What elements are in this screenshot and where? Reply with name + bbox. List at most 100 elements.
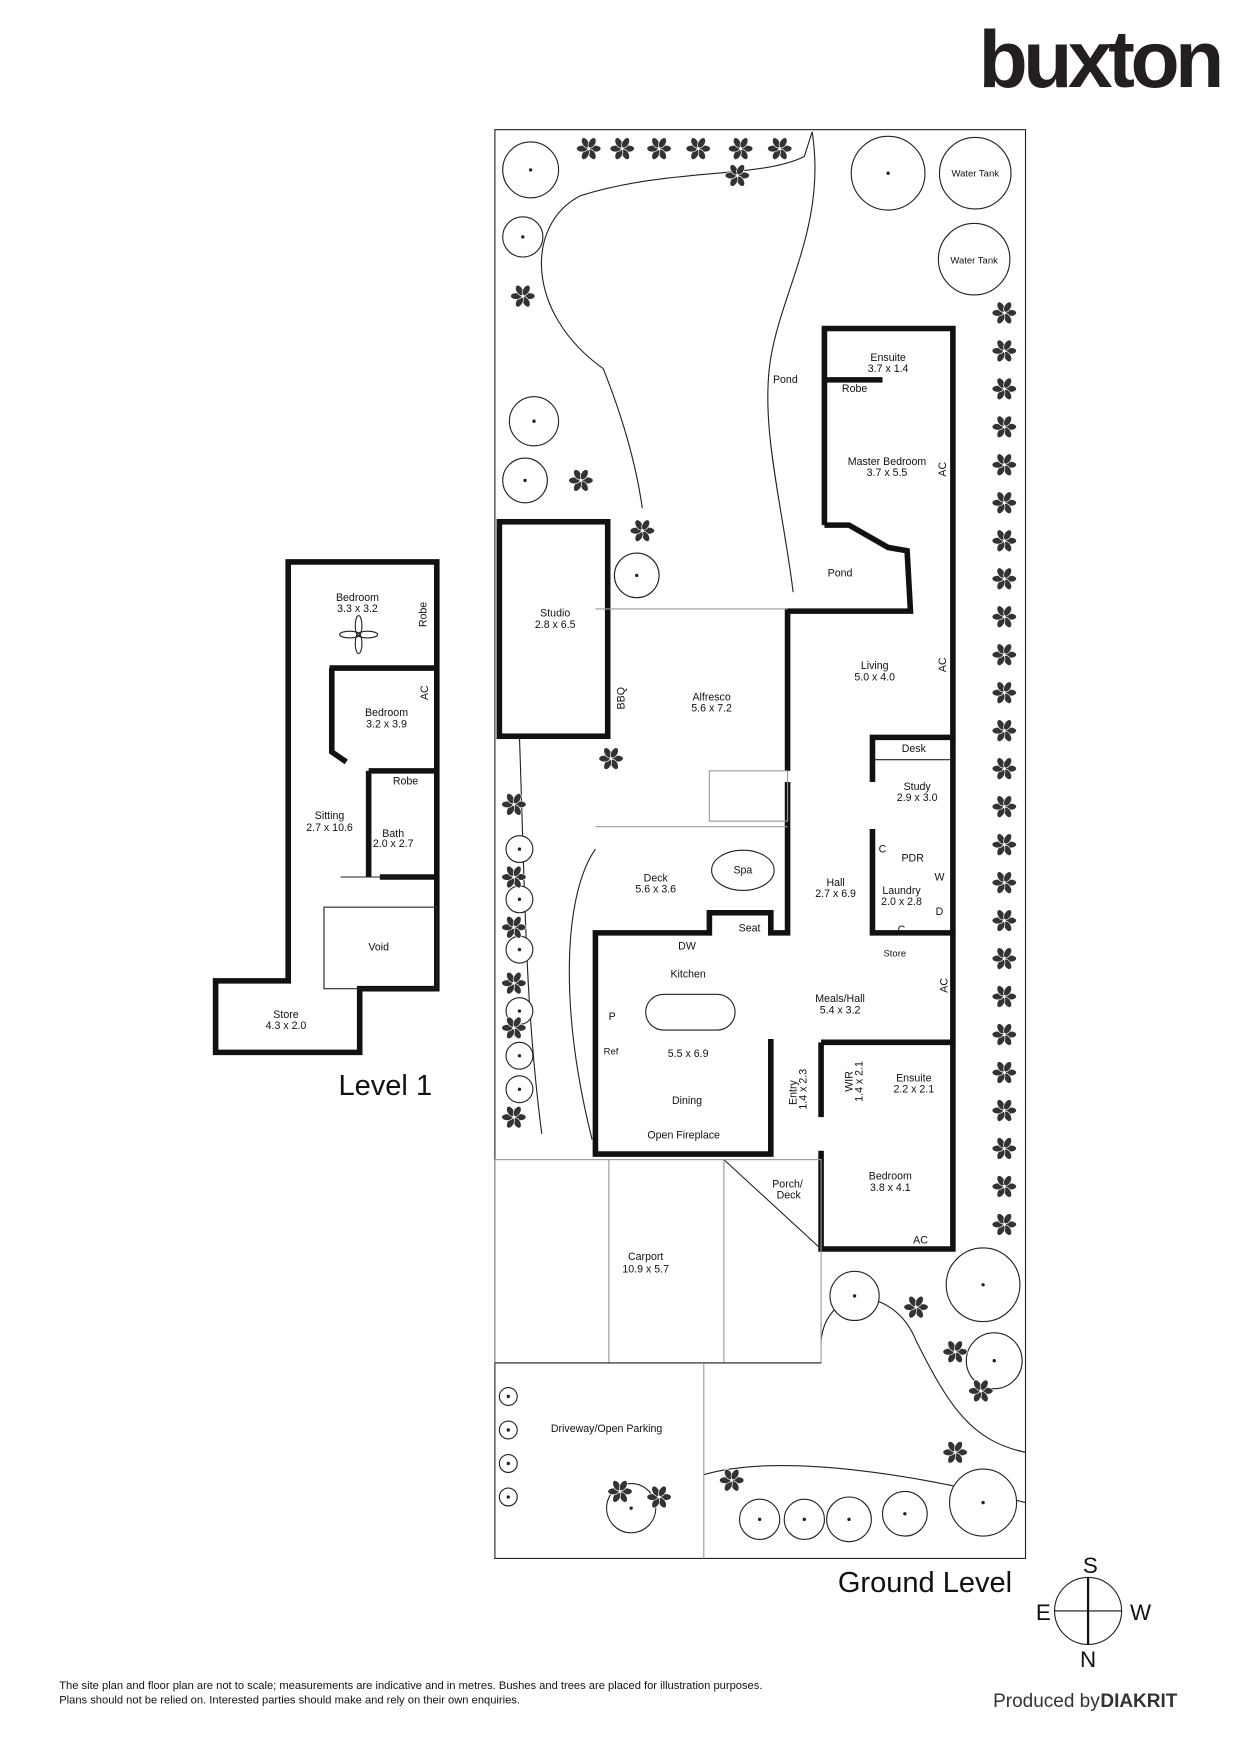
room-label: Hall (826, 877, 844, 889)
room-size: 10.9 x 5.7 (622, 1263, 669, 1275)
room-label: Bedroom (365, 707, 408, 719)
ac-label: AC (419, 685, 431, 700)
room-size: 1.4 x 2.1 (853, 1061, 865, 1102)
studio-walls (496, 518, 611, 740)
compass: S E W N (1036, 1553, 1151, 1672)
room-label: Entry (788, 1080, 800, 1105)
bush-icon (501, 793, 527, 816)
room-size: 2.7 x 6.9 (815, 888, 856, 900)
ac-label: AC (937, 657, 949, 672)
room-label: Robe (842, 383, 867, 395)
ground-level-labels: Water Tank Water Tank Ensuite 3.7 x 1.4 … (535, 169, 1012, 1599)
room-size: 5.0 x 4.0 (854, 671, 895, 683)
room-label: Sitting (315, 810, 345, 822)
bush-icon (501, 971, 527, 995)
room-label: Master Bedroom (848, 456, 927, 468)
level-1-labels: Bedroom 3.3 x 3.2 Robe AC Bedroom 3.2 x … (266, 592, 432, 1102)
kitchen-island (645, 993, 736, 1031)
bush-icon (646, 1485, 672, 1509)
room-label: Deck (644, 872, 669, 884)
room-label: Store (883, 948, 906, 959)
room-label: Pond (828, 567, 853, 579)
room-size: 3.3 x 3.2 (337, 603, 378, 615)
room-label: Laundry (882, 885, 921, 897)
bush-icon (991, 301, 1017, 325)
room-label: Driveway/Open Parking (551, 1423, 663, 1435)
ceiling-fan-icon (339, 615, 379, 655)
room-size: 2.8 x 6.5 (535, 619, 576, 631)
room-size: 3.8 x 4.1 (870, 1182, 911, 1194)
credit-prefix: Produced by (993, 1691, 1100, 1712)
room-label: C (898, 924, 906, 936)
room-label: Ref (604, 1047, 619, 1058)
room-size: 5.5 x 6.9 (668, 1048, 709, 1060)
room-size: 5.4 x 3.2 (820, 1004, 861, 1016)
site-boundary (494, 129, 1027, 1559)
room-size: 3.7 x 5.5 (867, 467, 908, 479)
bush-icon (991, 643, 1017, 666)
bush-icon (903, 1295, 929, 1319)
ac-label: AC (937, 462, 949, 477)
bush-icon (598, 747, 624, 770)
spa (711, 849, 775, 891)
bush-icon (719, 1468, 745, 1492)
bush-icon (501, 1016, 527, 1040)
garden-path (540, 131, 813, 370)
bush-icon (629, 519, 655, 542)
room-label: Kitchen (670, 969, 705, 981)
bush-icon (991, 453, 1017, 477)
room-label: Ensuite (896, 1072, 931, 1084)
carport-outline (494, 1159, 822, 1559)
bush-icon (991, 757, 1017, 780)
bush-icon (942, 1340, 968, 1364)
bush-icon (724, 164, 750, 187)
bush-icon (991, 1213, 1017, 1236)
bush-icon (942, 1441, 968, 1464)
room-label: Bedroom (869, 1171, 912, 1183)
room-label: Seat (739, 923, 761, 935)
bbq-label: BBQ (615, 687, 627, 709)
room-label: Studio (540, 608, 570, 620)
room-size: 5.6 x 7.2 (691, 703, 732, 715)
garden-plants (498, 135, 1023, 1543)
room-label: Desk (902, 743, 927, 755)
garden-path (518, 737, 596, 1140)
room-label: Pond (773, 374, 798, 386)
bush-icon (685, 137, 711, 160)
bush-icon (991, 947, 1017, 970)
room-label: Bedroom (336, 592, 379, 604)
room-label: Spa (733, 865, 752, 877)
bush-icon (991, 529, 1017, 553)
room-label: C (879, 843, 887, 855)
bush-icon (510, 284, 536, 308)
garden-path (602, 131, 816, 593)
bush-icon (501, 1105, 527, 1129)
room-label: WIR (843, 1071, 855, 1092)
room-label: P (609, 1011, 616, 1023)
buxton-logo: buxton (979, 15, 1221, 105)
bush-icon (991, 491, 1017, 515)
bush-icon (568, 469, 594, 492)
bush-icon (728, 137, 754, 160)
ac-label: AC (938, 978, 950, 993)
room-size: 3.2 x 3.9 (366, 718, 407, 730)
room-label: Dining (672, 1095, 702, 1107)
room-label: Water Tank (950, 256, 998, 267)
bush-icon (991, 1099, 1017, 1122)
compass-south: S (1083, 1553, 1098, 1578)
bush-icon (991, 871, 1017, 894)
disclaimer-line: The site plan and floor plan are not to … (59, 1680, 762, 1692)
room-label: Water Tank (952, 169, 1000, 180)
level-1-walls (212, 559, 440, 1056)
room-label: W (934, 871, 944, 883)
room-size: 2.7 x 10.6 (306, 822, 353, 834)
room-size: 2.2 x 2.1 (893, 1084, 934, 1096)
diakrit-logo: DIAKRIT (1100, 1691, 1177, 1712)
room-label: PDR (901, 852, 924, 864)
room-label: D (936, 906, 944, 918)
bush-icon (767, 137, 793, 160)
room-size: 3.7 x 1.4 (868, 363, 909, 375)
ac-label: AC (913, 1234, 928, 1246)
bush-icon (991, 1137, 1017, 1160)
